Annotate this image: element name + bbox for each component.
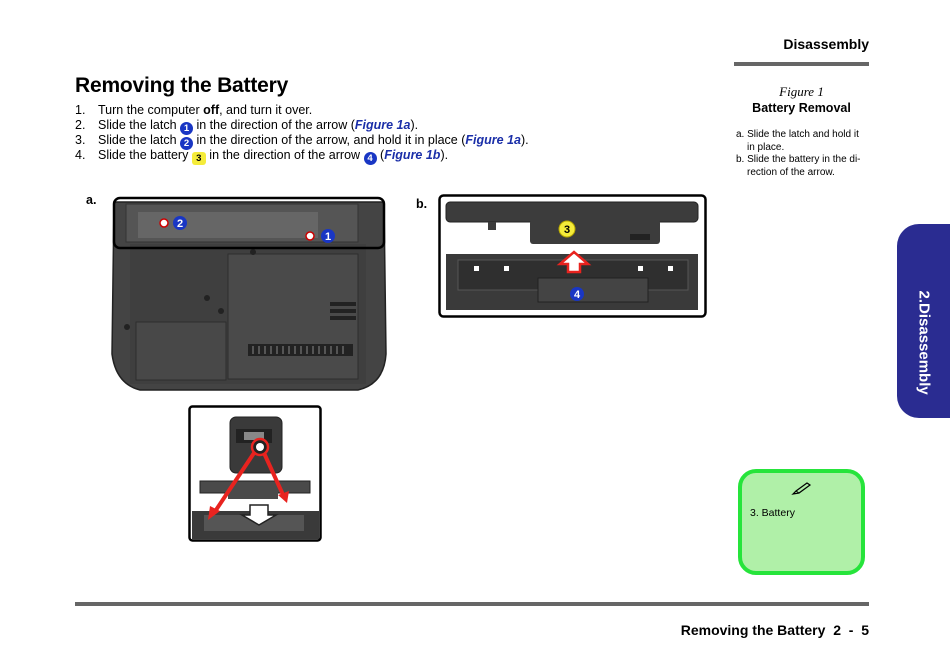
callout-text: 1 xyxy=(325,231,331,243)
step-text: ). xyxy=(410,118,419,132)
step-number: 1. xyxy=(75,103,86,117)
step-number: 4. xyxy=(75,148,86,162)
figure-link[interactable]: Figure 1a xyxy=(465,133,521,147)
direction-arrow-line xyxy=(262,452,286,498)
figure-note: b. Slide the battery in the di- rection … xyxy=(736,154,861,178)
down-arrow-icon xyxy=(239,504,279,526)
figure-link[interactable]: Figure 1a xyxy=(354,118,411,132)
figure-notes: a. Slide the latch and hold it in place.… xyxy=(736,129,868,179)
note-text: 3. Battery xyxy=(750,507,795,519)
figure-label-a: a. xyxy=(86,193,97,207)
step-text: Slide the latch xyxy=(98,133,180,147)
step-number: 3. xyxy=(75,133,86,147)
step-text: in the direction of the arrow xyxy=(205,148,364,162)
page-title: Removing the Battery xyxy=(75,74,289,97)
chapter-tab[interactable] xyxy=(897,224,950,418)
callout-badge-4 xyxy=(570,287,584,301)
step-text: ( xyxy=(376,148,385,162)
footer-page-info: Removing the Battery 2 - 5 xyxy=(680,622,869,638)
step-number: 2. xyxy=(75,118,86,132)
latch-detail-illustration xyxy=(188,405,322,542)
callout-text: 4 xyxy=(574,289,581,301)
step-text: , and turn it over. xyxy=(219,103,313,117)
footer-rule xyxy=(75,602,869,606)
chapter-tab-label: 2.Disassembly xyxy=(915,290,933,395)
header-rule xyxy=(734,62,869,66)
steps-list: 1. Turn the computer off, and turn it ove… xyxy=(75,103,529,165)
step-item: 4. Slide the battery 3 in the direction o… xyxy=(75,148,529,165)
direction-arrow-head xyxy=(208,506,220,520)
callout-text: 3 xyxy=(564,224,570,236)
step-item: 1. Turn the computer off, and turn it ove… xyxy=(75,103,529,118)
step-text: Slide the latch xyxy=(98,118,180,132)
callout-badge-2: 2 xyxy=(180,137,193,150)
section-header: Disassembly xyxy=(783,36,869,52)
laptop-underside-illustration: 2 1 xyxy=(111,196,387,391)
step-text: ). xyxy=(520,133,529,147)
callout-badge-2 xyxy=(173,216,187,230)
pencil-icon xyxy=(791,482,812,495)
callout-badge-1 xyxy=(321,229,335,243)
callout-badge-3 xyxy=(558,220,576,238)
direction-arrow-head xyxy=(278,491,289,503)
step-text: Slide the battery xyxy=(98,148,192,162)
direction-arrow-line xyxy=(212,451,256,515)
step-text: ). xyxy=(440,148,449,162)
figure-label-b: b. xyxy=(416,197,428,211)
up-arrow-icon xyxy=(556,250,592,274)
step-item: 2. Slide the latch 1 in the direction of … xyxy=(75,118,529,135)
figure-caption: Figure 1 Battery Removal xyxy=(734,84,869,115)
callout-badge-4: 4 xyxy=(363,152,377,165)
figure-number: Figure 1 xyxy=(779,84,824,99)
battery-removal-illustration: 3 4 xyxy=(438,194,707,318)
step-text: in the direction of the arrow ( xyxy=(193,118,355,132)
figure-title: Battery Removal xyxy=(752,101,851,115)
step-bold-text: off xyxy=(203,103,220,117)
figure-link[interactable]: Figure 1b xyxy=(384,148,441,162)
step-text: in the direction of the arrow, and hold … xyxy=(193,133,466,147)
figure-note: a. Slide the latch and hold it in place. xyxy=(736,129,859,153)
callout-badge-3: 3 xyxy=(191,152,206,165)
callout-badge-1: 1 xyxy=(180,122,193,135)
step-item: 3. Slide the latch 2 in the direction of … xyxy=(75,133,529,150)
callout-text: 2 xyxy=(177,218,183,230)
step-text: Turn the computer xyxy=(98,103,204,117)
note-box xyxy=(738,469,865,575)
